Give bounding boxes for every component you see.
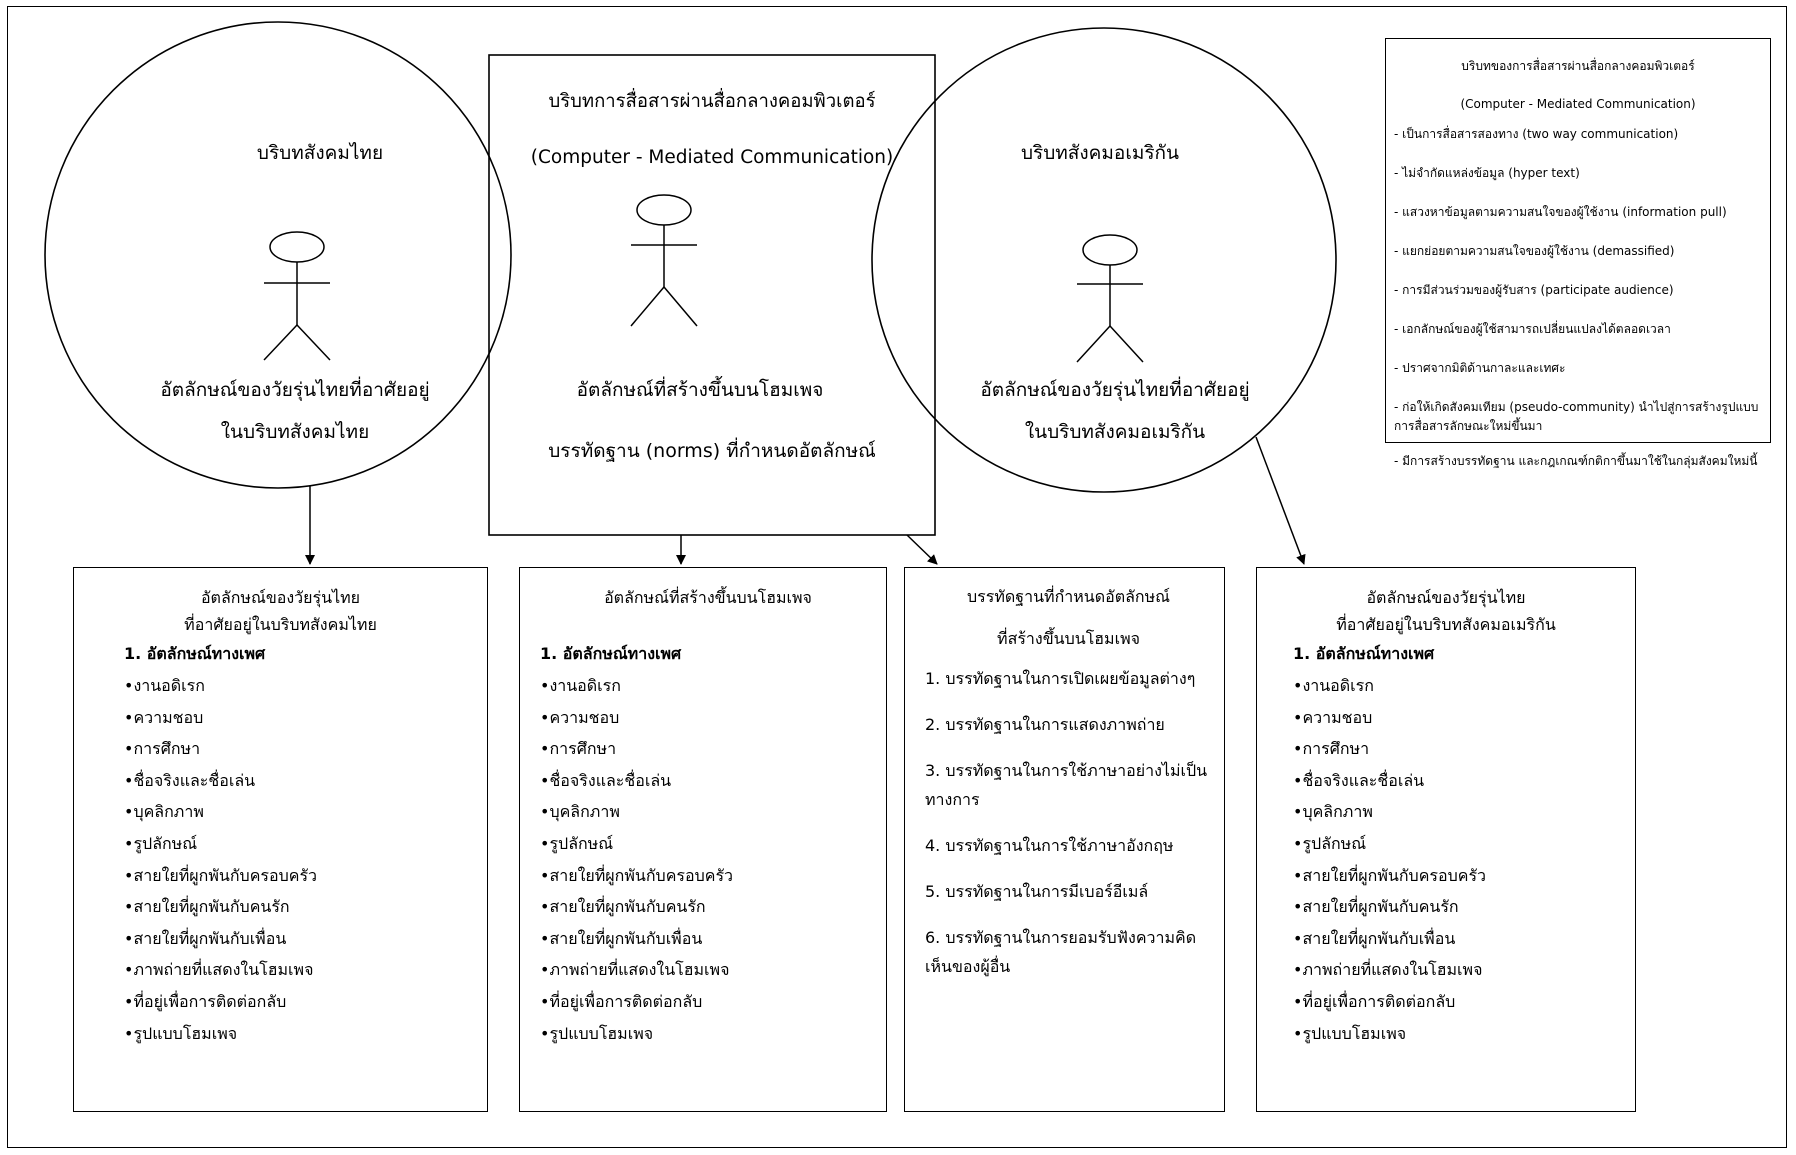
list-item: •สายใยที่ผูกพันกับครอบครัว: [124, 865, 318, 885]
cmc-characteristic-item: - การมีส่วนร่วมของผู้รับสาร (participate…: [1394, 283, 1674, 297]
list-item: •ภาพถ่ายที่แสดงในโฮมเพจ: [124, 960, 314, 980]
cmc-characteristic-item: - แสวงหาข้อมูลตามความสนใจของผู้ใช้งาน (i…: [1394, 205, 1727, 219]
cmc-characteristic-item: - มีการสร้างบรรทัดฐาน และกฎเกณฑ์กติกาขึ้…: [1394, 454, 1758, 468]
list-item: •สายใยที่ผูกพันกับคนรัก: [1293, 897, 1459, 917]
list-item: •ที่อยู่เพื่อการติดต่อกลับ: [1293, 991, 1456, 1011]
list-item: •รูปลักษณ์: [540, 833, 614, 853]
cmc-context-title: บริบทการสื่อสารผ่านสื่อกลางคอมพิวเตอร์: [548, 91, 876, 112]
american-identity-subheading: 1. อัตลักษณ์ทางเพศ: [1293, 644, 1435, 663]
homepage-identity-heading: อัตลักษณ์ที่สร้างขึ้นบนโฮมเพจ: [604, 588, 812, 607]
thai-context-caption-line2: ในบริบทสังคมไทย: [220, 421, 370, 443]
list-item: 5. บรรทัดฐานในการมีเบอร์อีเมล์: [925, 882, 1149, 901]
list-item: •ที่อยู่เพื่อการติดต่อกลับ: [124, 991, 287, 1011]
cmc-characteristics-title: บริบทของการสื่อสารผ่านสื่อกลางคอมพิวเตอร…: [1461, 59, 1695, 73]
list-item: •ภาพถ่ายที่แสดงในโฮมเพจ: [540, 960, 730, 980]
american-context-circle: [871, 27, 1337, 493]
norms-heading-line1: บรรทัดฐานที่กำหนดอัตลักษณ์: [966, 587, 1170, 606]
list-item: •บุคลิกภาพ: [1293, 802, 1373, 822]
cmc-context-caption-line1: อัตลักษณ์ที่สร้างขึ้นบนโฮมเพจ: [576, 379, 824, 401]
list-item: •ที่อยู่เพื่อการติดต่อกลับ: [540, 991, 703, 1011]
list-item: •รูปลักษณ์: [1293, 833, 1367, 853]
arrow-cmc-to-norms: [906, 534, 938, 565]
list-item: •ความชอบ: [124, 707, 204, 727]
cmc-characteristics-box: บริบทของการสื่อสารผ่านสื่อกลางคอมพิวเตอร…: [1385, 38, 1771, 468]
american-context-caption-line1: อัตลักษณ์ของวัยรุ่นไทยที่อาศัยอยู่: [980, 379, 1250, 401]
list-item: •สายใยที่ผูกพันกับเพื่อน: [124, 928, 287, 948]
thai-context-title: บริบทสังคมไทย: [256, 142, 384, 164]
list-item: •สายใยที่ผูกพันกับครอบครัว: [1293, 865, 1487, 885]
norms-heading-line2: ที่สร้างขึ้นบนโฮมเพจ: [997, 629, 1140, 648]
american-identity-box: อัตลักษณ์ของวัยรุ่นไทย ที่อาศัยอยู่ในบริ…: [1256, 567, 1636, 1112]
thai-identity-heading-line2: ที่อาศัยอยู่ในบริบทสังคมไทย: [184, 615, 377, 634]
list-item: 1. บรรทัดฐานในการเปิดเผยข้อมูลต่างๆ: [925, 669, 1196, 688]
list-item: •ความชอบ: [540, 707, 620, 727]
american-identity-heading-line1: อัตลักษณ์ของวัยรุ่นไทย: [1366, 588, 1526, 607]
list-item: •ภาพถ่ายที่แสดงในโฮมเพจ: [1293, 960, 1483, 980]
american-identity-heading-line2: ที่อาศัยอยู่ในบริบทสังคมอเมริกัน: [1336, 615, 1556, 634]
diagram-frame: [7, 6, 1787, 1148]
american-context-title: บริบทสังคมอเมริกัน: [1020, 142, 1180, 164]
cmc-context-subtitle: (Computer - Mediated Communication): [530, 147, 894, 168]
list-item: •การศึกษา: [540, 739, 617, 759]
thai-identity-subheading: 1. อัตลักษณ์ทางเพศ: [124, 644, 266, 663]
list-item: •รูปแบบโฮมเพจ: [1293, 1023, 1407, 1043]
norms-list: 1. บรรทัดฐานในการเปิดเผยข้อมูลต่างๆ 2. บร…: [925, 664, 1212, 981]
thai-identity-heading-line1: อัตลักษณ์ของวัยรุ่นไทย: [200, 588, 361, 607]
list-item: •ชื่อจริงและชื่อเล่น: [124, 770, 256, 790]
list-item: •สายใยที่ผูกพันกับเพื่อน: [1293, 928, 1456, 948]
list-item: •การศึกษา: [1293, 739, 1370, 759]
american-context-caption-line2: ในบริบทสังคมอเมริกัน: [1024, 421, 1206, 443]
american-person-icon: [1076, 234, 1144, 363]
list-item: 2. บรรทัดฐานในการแสดงภาพถ่าย: [925, 715, 1165, 734]
thai-identity-list: •งานอดิเรก •ความชอบ •การศึกษา •ชื่อจริงและช…: [124, 670, 477, 1049]
cmc-characteristic-item: - เป็นการสื่อสารสองทาง (two way communic…: [1394, 127, 1679, 141]
cmc-characteristic-item: - แยกย่อยตามความสนใจของผู้ใช้งาน (demass…: [1394, 244, 1675, 258]
cmc-characteristic-item: - ก่อให้เกิดสังคมเทียม (pseudo-community…: [1394, 400, 1759, 433]
cmc-person-icon: [630, 194, 698, 327]
cmc-characteristics-subtitle: (Computer - Mediated Communication): [1460, 97, 1696, 111]
cmc-characteristic-item: - เอกลักษณ์ของผู้ใช้สามารถเปลี่ยนแปลงได้…: [1394, 322, 1671, 336]
cmc-context-caption-line2: บรรทัดฐาน (norms) ที่กำหนดอัตลักษณ์: [548, 440, 876, 462]
cmc-characteristic-item: - ปราศจากมิติด้านกาละและเทศะ: [1394, 361, 1566, 375]
thai-identity-box: อัตลักษณ์ของวัยรุ่นไทย ที่อาศัยอยู่ในบริ…: [73, 567, 488, 1112]
list-item: 4. บรรทัดฐานในการใช้ภาษาอังกฤษ: [925, 836, 1174, 855]
arrow-american-to-identity: [1255, 436, 1306, 565]
list-item: •สายใยที่ผูกพันกับคนรัก: [124, 897, 290, 917]
list-item: •บุคลิกภาพ: [540, 802, 620, 822]
list-item: •งานอดิเรก: [540, 676, 621, 695]
list-item: •สายใยที่ผูกพันกับเพื่อน: [540, 928, 703, 948]
list-item: •ชื่อจริงและชื่อเล่น: [540, 770, 672, 790]
thai-person-icon: [263, 231, 331, 361]
list-item: •สายใยที่ผูกพันกับครอบครัว: [540, 865, 734, 885]
list-item: •รูปแบบโฮมเพจ: [540, 1023, 654, 1043]
list-item: •บุคลิกภาพ: [124, 802, 204, 822]
list-item: •สายใยที่ผูกพันกับคนรัก: [540, 897, 706, 917]
list-item: •งานอดิเรก: [1293, 676, 1374, 695]
list-item: •การศึกษา: [124, 739, 201, 759]
norms-box: บรรทัดฐานที่กำหนดอัตลักษณ์ ที่สร้างขึ้นบ…: [904, 567, 1225, 1112]
list-item: •งานอดิเรก: [124, 676, 205, 695]
homepage-identity-subheading: 1. อัตลักษณ์ทางเพศ: [540, 644, 682, 663]
list-item: •รูปลักษณ์: [124, 833, 198, 853]
list-item: 3. บรรทัดฐานในการใช้ภาษาอย่างไม่เป็นทางก…: [925, 761, 1208, 809]
list-item: •รูปแบบโฮมเพจ: [124, 1023, 238, 1043]
cmc-context-box: [488, 54, 936, 536]
thai-context-circle: [44, 21, 512, 489]
homepage-identity-box: อัตลักษณ์ที่สร้างขึ้นบนโฮมเพจ 1. อัตลักษ…: [519, 567, 887, 1112]
cmc-characteristic-item: - ไม่จำกัดแหล่งข้อมูล (hyper text): [1394, 166, 1580, 180]
list-item: 6. บรรทัดฐานในการยอมรับฟังความคิดเห็นของ…: [925, 928, 1197, 976]
list-item: •ความชอบ: [1293, 707, 1373, 727]
thai-context-caption-line1: อัตลักษณ์ของวัยรุ่นไทยที่อาศัยอยู่: [160, 379, 430, 401]
homepage-identity-list: •งานอดิเรก •ความชอบ •การศึกษา •ชื่อจริงและช…: [540, 670, 876, 1049]
american-identity-list: •งานอดิเรก •ความชอบ •การศึกษา •ชื่อจริงและช…: [1293, 670, 1625, 1049]
list-item: •ชื่อจริงและชื่อเล่น: [1293, 770, 1425, 790]
